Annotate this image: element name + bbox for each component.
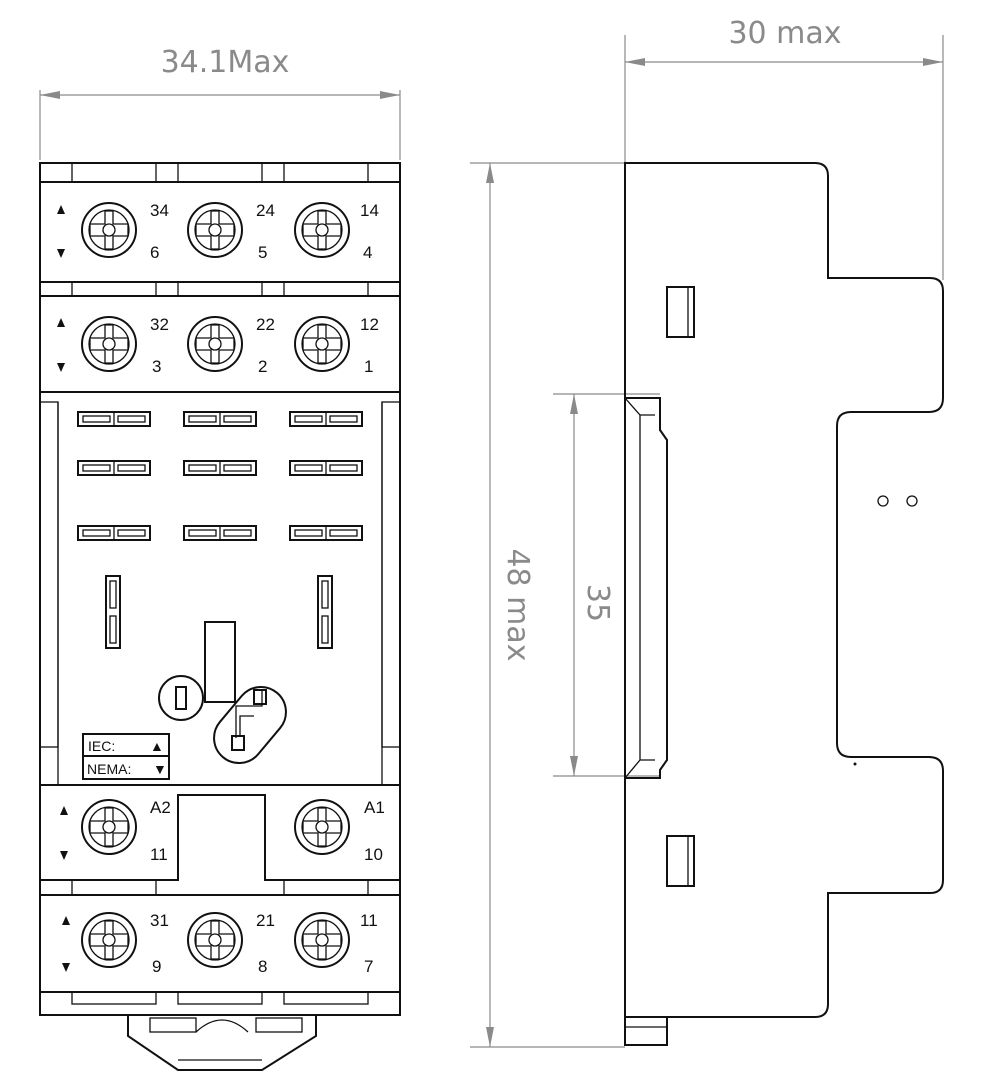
side-view bbox=[624, 162, 944, 1046]
front-view: IEC: ▲ NEMA: ▼ bbox=[39, 162, 401, 1071]
terminal-a1-label: A1 bbox=[364, 798, 385, 817]
terminal-9-label: 9 bbox=[152, 957, 161, 976]
terminal-24-label: 24 bbox=[256, 201, 275, 220]
screw-t22 bbox=[187, 316, 243, 372]
terminal-21-label: 21 bbox=[256, 911, 275, 930]
dimension-side-height: 48 max bbox=[470, 162, 625, 1048]
screw-t12 bbox=[294, 316, 350, 372]
screw-t21 bbox=[187, 912, 243, 968]
iec-symbol: ▲ bbox=[150, 738, 164, 754]
terminal-4-label: 4 bbox=[363, 243, 372, 262]
terminal-14-label: 14 bbox=[360, 201, 379, 220]
terminal-31-label: 31 bbox=[150, 911, 169, 930]
legend-box: IEC: ▲ NEMA: ▼ bbox=[82, 733, 170, 780]
side-body-outline bbox=[624, 162, 944, 1018]
screw-t31 bbox=[81, 912, 137, 968]
terminal-1-label: 1 bbox=[364, 357, 373, 376]
terminal-8-label: 8 bbox=[258, 957, 267, 976]
iec-label: IEC: bbox=[88, 738, 115, 754]
terminal-11-label: 11 bbox=[360, 911, 378, 930]
terminal-11-coil-label: 11 bbox=[150, 845, 168, 864]
screw-t32 bbox=[81, 316, 137, 372]
iec-nema-markers bbox=[57, 205, 70, 972]
nema-label: NEMA: bbox=[87, 761, 131, 777]
side-depth-label: 30 max bbox=[728, 16, 841, 51]
terminal-2-label: 2 bbox=[258, 357, 267, 376]
screw-a2 bbox=[81, 799, 137, 855]
screw-a1 bbox=[294, 799, 350, 855]
terminal-34-label: 34 bbox=[150, 201, 169, 220]
side-height-label: 48 max bbox=[500, 548, 535, 661]
screw-t34 bbox=[81, 202, 137, 258]
screw-t14 bbox=[294, 202, 350, 258]
terminal-a2-label: A2 bbox=[150, 798, 171, 817]
screw-t24 bbox=[187, 202, 243, 258]
nema-symbol: ▼ bbox=[153, 761, 167, 777]
terminal-3-label: 3 bbox=[152, 357, 161, 376]
dimension-front-width: 34.1Max bbox=[39, 45, 401, 160]
terminal-32-label: 32 bbox=[150, 315, 169, 334]
dimension-rail-height: 35 bbox=[553, 393, 660, 777]
front-width-label: 34.1Max bbox=[161, 45, 290, 80]
socket-outline bbox=[39, 162, 401, 1016]
rail-height-label: 35 bbox=[580, 584, 615, 622]
terminal-22-label: 22 bbox=[256, 315, 275, 334]
terminal-5-label: 5 bbox=[258, 243, 267, 262]
dimension-side-depth: 30 max bbox=[624, 16, 944, 280]
terminal-12-label: 12 bbox=[360, 315, 379, 334]
terminal-7-label: 7 bbox=[364, 957, 373, 976]
terminal-10-label: 10 bbox=[364, 845, 383, 864]
screw-t11 bbox=[294, 912, 350, 968]
terminal-6-label: 6 bbox=[150, 243, 159, 262]
